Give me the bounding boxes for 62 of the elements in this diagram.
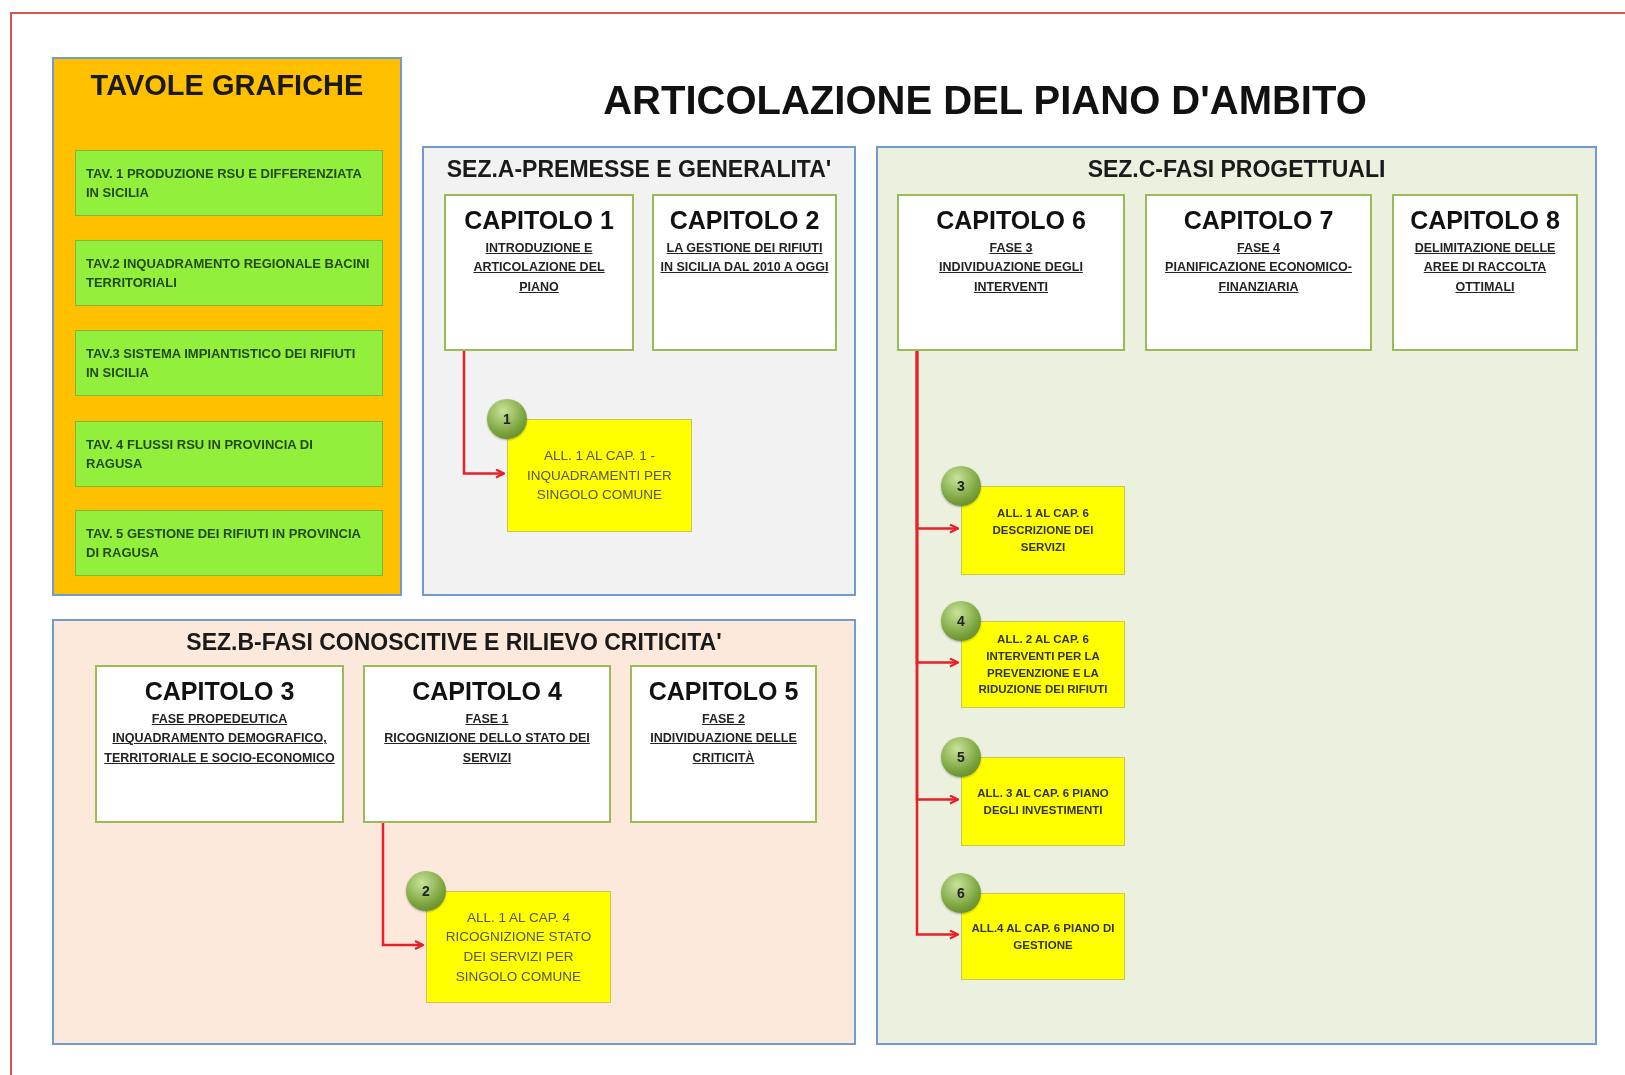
chapter-heading: CAPITOLO 8 xyxy=(1410,206,1560,235)
annex-title: ALL. 1 AL CAP. 4 RICOGNIZIONE STATO DEI SERVIZI PER SINGOLO COMUNE xyxy=(444,908,593,986)
arrow xyxy=(915,349,960,940)
drawing-box xyxy=(75,421,383,487)
chapter-box xyxy=(95,665,344,823)
number-badge: 2 xyxy=(406,871,446,911)
section-panel xyxy=(52,619,856,1045)
section-panel xyxy=(876,146,1597,1045)
chapter-description: INTRODUZIONE E ARTICOLAZIONE DEL PIANO xyxy=(472,240,606,296)
drawing-title: TAV.3 SISTEMA IMPIANTISTICO DEI RIFIUTI IN SICILIA xyxy=(86,344,357,382)
annex-title: ALL. 1 AL CAP. 1 - INQUADRAMENTI PER SINGOLO COMUNE xyxy=(526,447,673,505)
chapter-heading: CAPITOLO 2 xyxy=(669,206,820,235)
arrow xyxy=(381,821,425,951)
panel-heading: TAVOLE GRAFICHE xyxy=(90,69,364,102)
annex-title: ALL.4 AL CAP. 6 PIANO DI GESTIONE xyxy=(970,920,1116,953)
chapter-description: FASE 1 xyxy=(464,711,510,728)
chapter-description: FASE 4 xyxy=(1235,240,1282,257)
panel-heading: SEZ.A-PREMESSE E GENERALITA' xyxy=(446,156,832,183)
chapter-description: INQUADRAMENTO DEMOGRAFICO, TERRITORIALE E SOCIO-ECONOMICO xyxy=(103,730,336,767)
section-panel xyxy=(422,146,856,596)
panel-heading: SEZ.B-FASI CONOSCITIVE E RILIEVO CRITICITA' xyxy=(186,629,722,656)
chapter-description: INDIVIDUAZIONE DEGLI INTERVENTI xyxy=(938,259,1084,296)
chapter-description: INDIVIDUAZIONE DELLE CRITICITÀ xyxy=(649,730,798,767)
chapter-heading: CAPITOLO 6 xyxy=(936,206,1086,235)
annex-title: ALL. 1 AL CAP. 6 DESCRIZIONE DEI SERVIZI xyxy=(991,506,1095,555)
drawings-panel xyxy=(52,57,402,596)
chapter-box xyxy=(652,194,837,351)
chapter-box xyxy=(630,665,817,823)
panel-heading: SEZ.C-FASI PROGETTUALI xyxy=(1087,156,1386,183)
drawing-box xyxy=(75,150,383,216)
number-badge: 6 xyxy=(941,873,981,913)
drawing-box xyxy=(75,510,383,576)
number-badge: 1 xyxy=(487,399,527,439)
chapter-box xyxy=(444,194,634,351)
number-badge: 4 xyxy=(941,601,981,641)
drawing-title: TAV.2 INQUADRAMENTO REGIONALE BACINI TERRITORIALI xyxy=(86,254,371,292)
chapter-description: DELIMITAZIONE DELLE AREE DI RACCOLTA OTTIMALI xyxy=(1413,240,1557,296)
number-badge: 5 xyxy=(941,737,981,777)
drawing-title: TAV. 4 FLUSSI RSU IN PROVINCIA DI RAGUSA xyxy=(86,435,314,473)
chapter-description: PIANIFICAZIONE ECONOMICO-FINANZIARIA xyxy=(1164,259,1353,296)
chapter-heading: CAPITOLO 3 xyxy=(144,677,295,706)
annex-title: ALL. 3 AL CAP. 6 PIANO DEGLI INVESTIMENTI xyxy=(976,785,1110,818)
chapter-box xyxy=(1145,194,1372,351)
chapter-box xyxy=(897,194,1125,351)
chapter-box xyxy=(1392,194,1578,351)
chapter-description: RICOGNIZIONE DELLO STATO DEI SERVIZI xyxy=(383,730,591,767)
chapter-description: FASE 2 xyxy=(700,711,747,728)
drawing-title: TAV. 5 GESTIONE DEI RIFIUTI IN PROVINCIA DI RAGUSA xyxy=(86,524,362,562)
arrow xyxy=(462,349,506,479)
chapter-description: FASE PROPEDEUTICA xyxy=(150,711,289,728)
drawing-title: TAV. 1 PRODUZIONE RSU E DIFFERENZIATA IN SICILIA xyxy=(86,164,363,202)
chapter-heading: CAPITOLO 4 xyxy=(412,677,562,706)
number-badge: 3 xyxy=(941,466,981,506)
diagram-title: ARTICOLAZIONE DEL PIANO D'AMBITO xyxy=(602,78,1368,123)
chapter-description: FASE 3 xyxy=(988,240,1034,257)
chapter-heading: CAPITOLO 1 xyxy=(464,206,614,235)
chapter-heading: CAPITOLO 5 xyxy=(648,677,799,706)
chapter-box xyxy=(363,665,611,823)
drawing-box xyxy=(75,330,383,396)
chapter-heading: CAPITOLO 7 xyxy=(1183,206,1334,235)
drawing-box xyxy=(75,240,383,306)
chapter-description: LA GESTIONE DEI RIFIUTI IN SICILIA DAL 2010 A OGGI xyxy=(659,240,830,277)
